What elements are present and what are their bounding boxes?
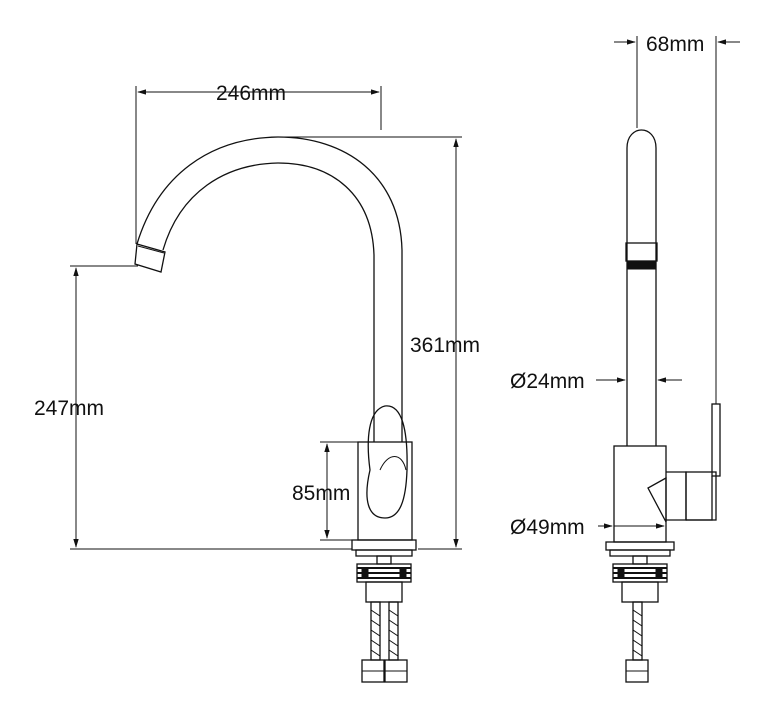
aerator-tip [134,243,166,273]
spout-tube [626,129,657,446]
dim-spout-diameter: Ø24mm [510,370,585,393]
front-view: 246mm 361mm 247mm 85mm [34,82,480,683]
spout-inner-curve [162,162,375,442]
spout-outer-curve [136,136,403,442]
side-hose [625,601,649,683]
lever-handle [366,405,408,519]
dim-spout-reach: 246mm [216,82,286,105]
base-flange [351,539,417,551]
side-view: 68mm Ø24mm Ø49mm [510,33,740,683]
side-lever [647,476,667,523]
dim-body-height: 85mm [292,482,350,505]
dim-body-diameter: Ø49mm [510,516,585,539]
side-body [613,445,667,543]
supply-hoses [361,601,408,683]
dim-spout-height: 247mm [34,397,104,420]
dim-depth: 68mm [646,33,704,56]
dim-total-height: 361mm [410,334,480,357]
side-aerator [625,242,658,262]
faucet-body [357,441,413,541]
